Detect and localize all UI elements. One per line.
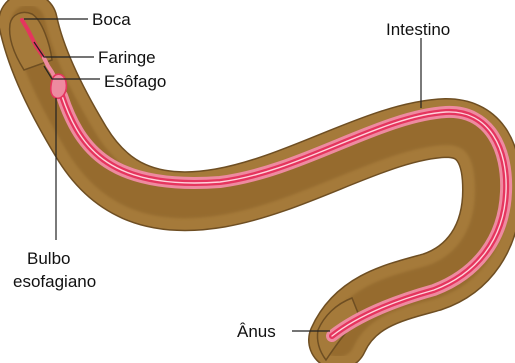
label-esofago: Esôfago — [104, 72, 166, 91]
label-boca: Boca — [92, 10, 131, 29]
label-bulbo-line2: esofagiano — [13, 272, 96, 291]
label-intestino: Intestino — [386, 20, 450, 39]
label-anus: Ânus — [237, 322, 276, 341]
label-faringe: Faringe — [98, 48, 156, 67]
label-bulbo-line1: Bulbo — [27, 249, 70, 268]
worm-body — [10, 12, 492, 360]
esophageal-bulb — [51, 74, 67, 98]
